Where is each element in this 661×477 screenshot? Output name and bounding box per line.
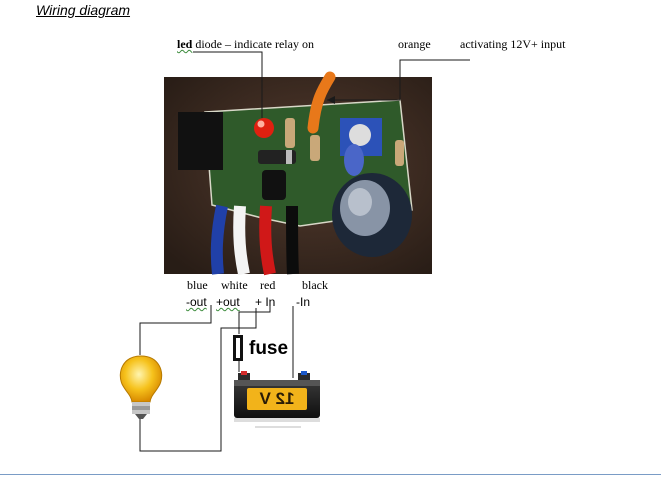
relay-module-photo	[164, 71, 432, 276]
wire-bulb-to-out-plus	[139, 308, 257, 452]
resistor-2	[310, 135, 320, 161]
led-description: diode – indicate relay on	[192, 37, 314, 51]
led-diode-label: led diode – indicate relay on	[177, 37, 314, 52]
black-wire	[286, 205, 299, 275]
led-callout-line	[193, 51, 263, 118]
red-wire-label: red	[260, 278, 276, 292]
fuse-label: fuse	[249, 338, 289, 359]
blue-wire-label: blue	[187, 278, 208, 292]
white-wire	[233, 205, 250, 276]
out-minus-label: -out	[186, 295, 207, 309]
red-wire	[259, 205, 276, 276]
white-wire-label: white	[221, 278, 248, 292]
page-bottom-rule	[0, 474, 661, 475]
ceramic-capacitor	[344, 144, 364, 176]
battery-voltage-label: 12 V	[259, 389, 295, 408]
blue-wire	[210, 204, 228, 275]
resistor-3	[395, 140, 404, 166]
transistor	[262, 170, 286, 200]
black-wire-label: black	[302, 278, 328, 292]
orange-callout-line	[327, 59, 470, 101]
red-led	[254, 118, 274, 138]
led-word: led	[177, 37, 193, 51]
in-plus-label: + In	[255, 295, 276, 309]
orange-callout-arrow	[327, 96, 335, 104]
out-plus-label: +out	[216, 295, 240, 309]
orange-wire-label: orange	[398, 37, 431, 51]
orange-wire	[307, 71, 336, 134]
car-battery-icon	[234, 371, 320, 428]
activating-input-label: activating 12V+ input	[460, 37, 566, 51]
diagram-title: Wiring diagram	[36, 2, 131, 18]
wire-out-minus-to-bulb	[139, 305, 212, 355]
in-minus-label: -In	[296, 295, 311, 309]
light-bulb-icon	[119, 355, 163, 419]
resistor-1	[285, 118, 295, 148]
wire-in-plus-to-fuse	[238, 306, 271, 334]
relay-block	[178, 112, 223, 170]
